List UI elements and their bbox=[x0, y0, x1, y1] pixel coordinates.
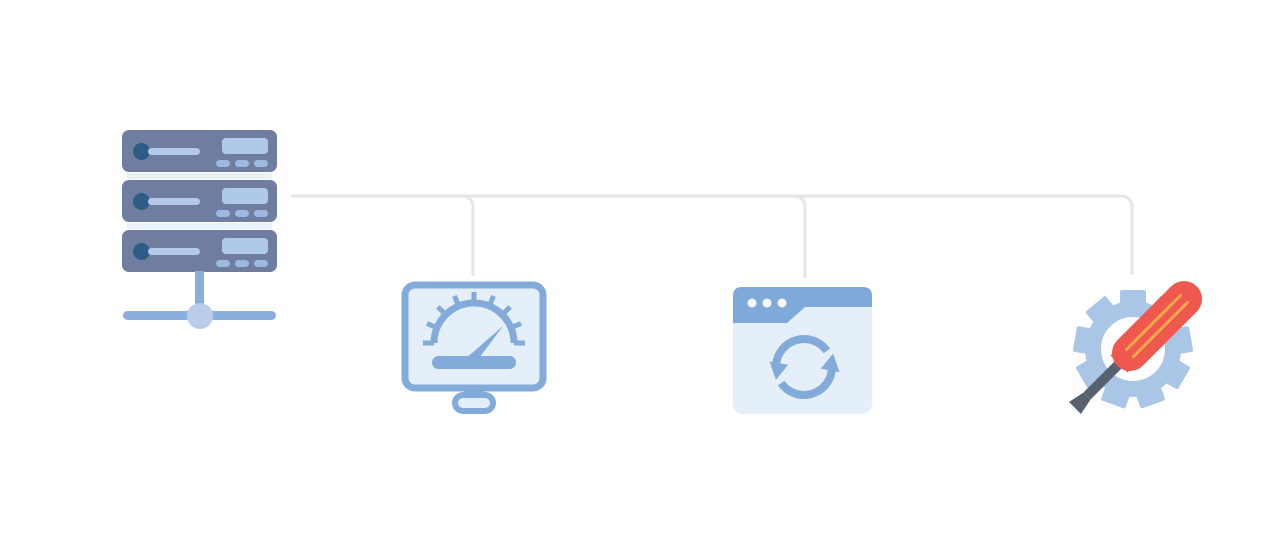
server-display-panel bbox=[222, 188, 268, 204]
connector-branch-monitor bbox=[460, 194, 475, 276]
connector-branch-browser bbox=[792, 194, 807, 278]
status-pill bbox=[254, 210, 268, 217]
server-display-panel bbox=[222, 138, 268, 154]
server-unit bbox=[122, 230, 277, 272]
browser-titlebar bbox=[733, 287, 872, 323]
speedometer-monitor-icon bbox=[401, 281, 547, 414]
sync-arc-bottom bbox=[777, 368, 836, 399]
server-unit bbox=[122, 130, 277, 172]
server-rack-icon bbox=[122, 130, 277, 329]
screwdriver-icon bbox=[1069, 281, 1202, 414]
connector-server-to-gear bbox=[291, 194, 1134, 275]
status-pill bbox=[235, 210, 249, 217]
status-pill bbox=[254, 260, 268, 267]
server-slider-bar bbox=[148, 247, 200, 255]
status-pill bbox=[216, 260, 230, 267]
window-dot bbox=[747, 298, 757, 308]
server-status-pills bbox=[216, 210, 268, 217]
window-dot bbox=[777, 298, 787, 308]
status-pill bbox=[216, 210, 230, 217]
server-display-panel bbox=[222, 238, 268, 254]
screwdriver-shaft bbox=[1083, 358, 1125, 400]
handle-stripe bbox=[1132, 301, 1189, 358]
window-dot bbox=[762, 298, 772, 308]
server-knob-icon bbox=[133, 242, 150, 260]
gauge-ticks bbox=[423, 292, 525, 346]
gear-screwdriver-icon bbox=[1069, 281, 1202, 414]
status-pill bbox=[235, 160, 249, 167]
gauge-baseline-bar bbox=[432, 356, 516, 369]
server-unit bbox=[122, 180, 277, 222]
server-slider-bar bbox=[148, 147, 200, 155]
sync-arc-top bbox=[772, 335, 831, 366]
server-slider-bar bbox=[148, 197, 200, 205]
network-node-icon bbox=[186, 302, 213, 329]
monitor-stand-base bbox=[452, 392, 496, 414]
server-status-pills bbox=[216, 160, 268, 167]
server-knob-icon bbox=[133, 142, 150, 160]
browser-sync-icon bbox=[733, 287, 872, 414]
status-pill bbox=[235, 260, 249, 267]
server-unit-gap bbox=[127, 223, 272, 229]
status-pill bbox=[216, 160, 230, 167]
sync-arrowhead-left bbox=[769, 361, 789, 380]
screwdriver-handle bbox=[1112, 281, 1202, 371]
screwdriver-tip bbox=[1069, 392, 1091, 414]
status-pill bbox=[254, 160, 268, 167]
server-unit-gap bbox=[127, 173, 272, 179]
window-control-dots bbox=[747, 298, 787, 308]
network-stem-line bbox=[195, 271, 204, 316]
server-knob-icon bbox=[133, 192, 150, 210]
sync-arrows-icon bbox=[769, 335, 840, 399]
server-status-pills bbox=[216, 260, 268, 267]
handle-stripe bbox=[1125, 294, 1182, 351]
sync-arrowhead-right bbox=[820, 353, 840, 373]
gear-ring bbox=[1085, 301, 1181, 397]
